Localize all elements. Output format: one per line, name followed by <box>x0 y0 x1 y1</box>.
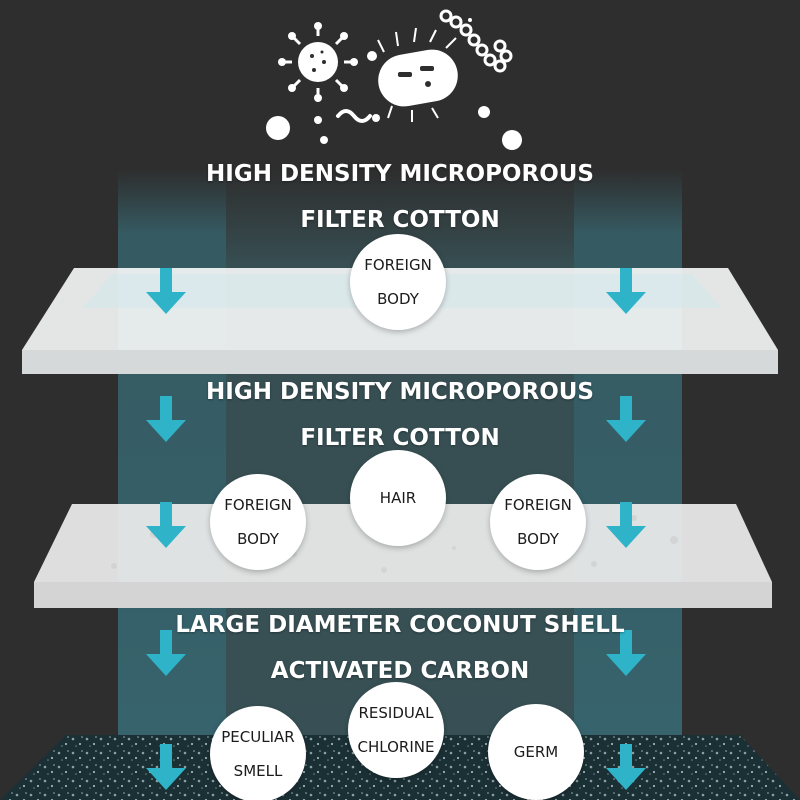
down-arrow-icon <box>604 502 648 548</box>
particle-label-line1: PECULIAR <box>221 720 294 754</box>
layer-2-heading: HIGH DENSITY MICROPOROUS FILTER COTTON <box>0 371 800 459</box>
left-flow-beam <box>118 170 226 800</box>
down-arrow-icon <box>144 744 188 790</box>
particle-label-line2: CHLORINE <box>358 730 435 764</box>
particle-bubble: FOREIGN BODY <box>350 234 446 330</box>
down-arrow-icon <box>144 268 188 314</box>
layer-3-heading-line1: LARGE DIAMETER COCONUT SHELL <box>0 604 800 646</box>
particle-label-line2: BODY <box>237 522 279 556</box>
particle-label-line2: BODY <box>517 522 559 556</box>
particle-bubble: PECULIAR SMELL <box>210 706 306 800</box>
particle-label-line1: FOREIGN <box>364 248 432 282</box>
particle-label-line1: HAIR <box>380 481 416 515</box>
germs-illustration <box>0 0 800 160</box>
virus-icon <box>278 22 358 102</box>
down-arrow-icon <box>604 744 648 790</box>
particle-label-line1: RESIDUAL <box>359 696 434 730</box>
particle-label-line1: FOREIGN <box>504 488 572 522</box>
particle-bubble: FOREIGN BODY <box>490 474 586 570</box>
down-arrow-icon <box>604 268 648 314</box>
bacterium-icon <box>374 28 462 122</box>
particle-bubble: HAIR <box>350 450 446 546</box>
particle-bubble: FOREIGN BODY <box>210 474 306 570</box>
layer-1-heading-line1: HIGH DENSITY MICROPOROUS <box>0 153 800 195</box>
particle-label-line2: SMELL <box>234 754 283 788</box>
particle-bubble: GERM <box>488 704 584 800</box>
worm-icon <box>338 111 370 121</box>
layer-3-heading: LARGE DIAMETER COCONUT SHELL ACTIVATED C… <box>0 604 800 692</box>
particle-label-line1: GERM <box>514 735 558 769</box>
particle-label-line2: BODY <box>377 282 419 316</box>
right-flow-beam <box>574 170 682 800</box>
particle-label-line1: FOREIGN <box>224 488 292 522</box>
down-arrow-icon <box>144 502 188 548</box>
layer-1-heading: HIGH DENSITY MICROPOROUS FILTER COTTON <box>0 153 800 241</box>
particle-bubble: RESIDUAL CHLORINE <box>348 682 444 778</box>
layer-2-heading-line1: HIGH DENSITY MICROPOROUS <box>0 371 800 413</box>
